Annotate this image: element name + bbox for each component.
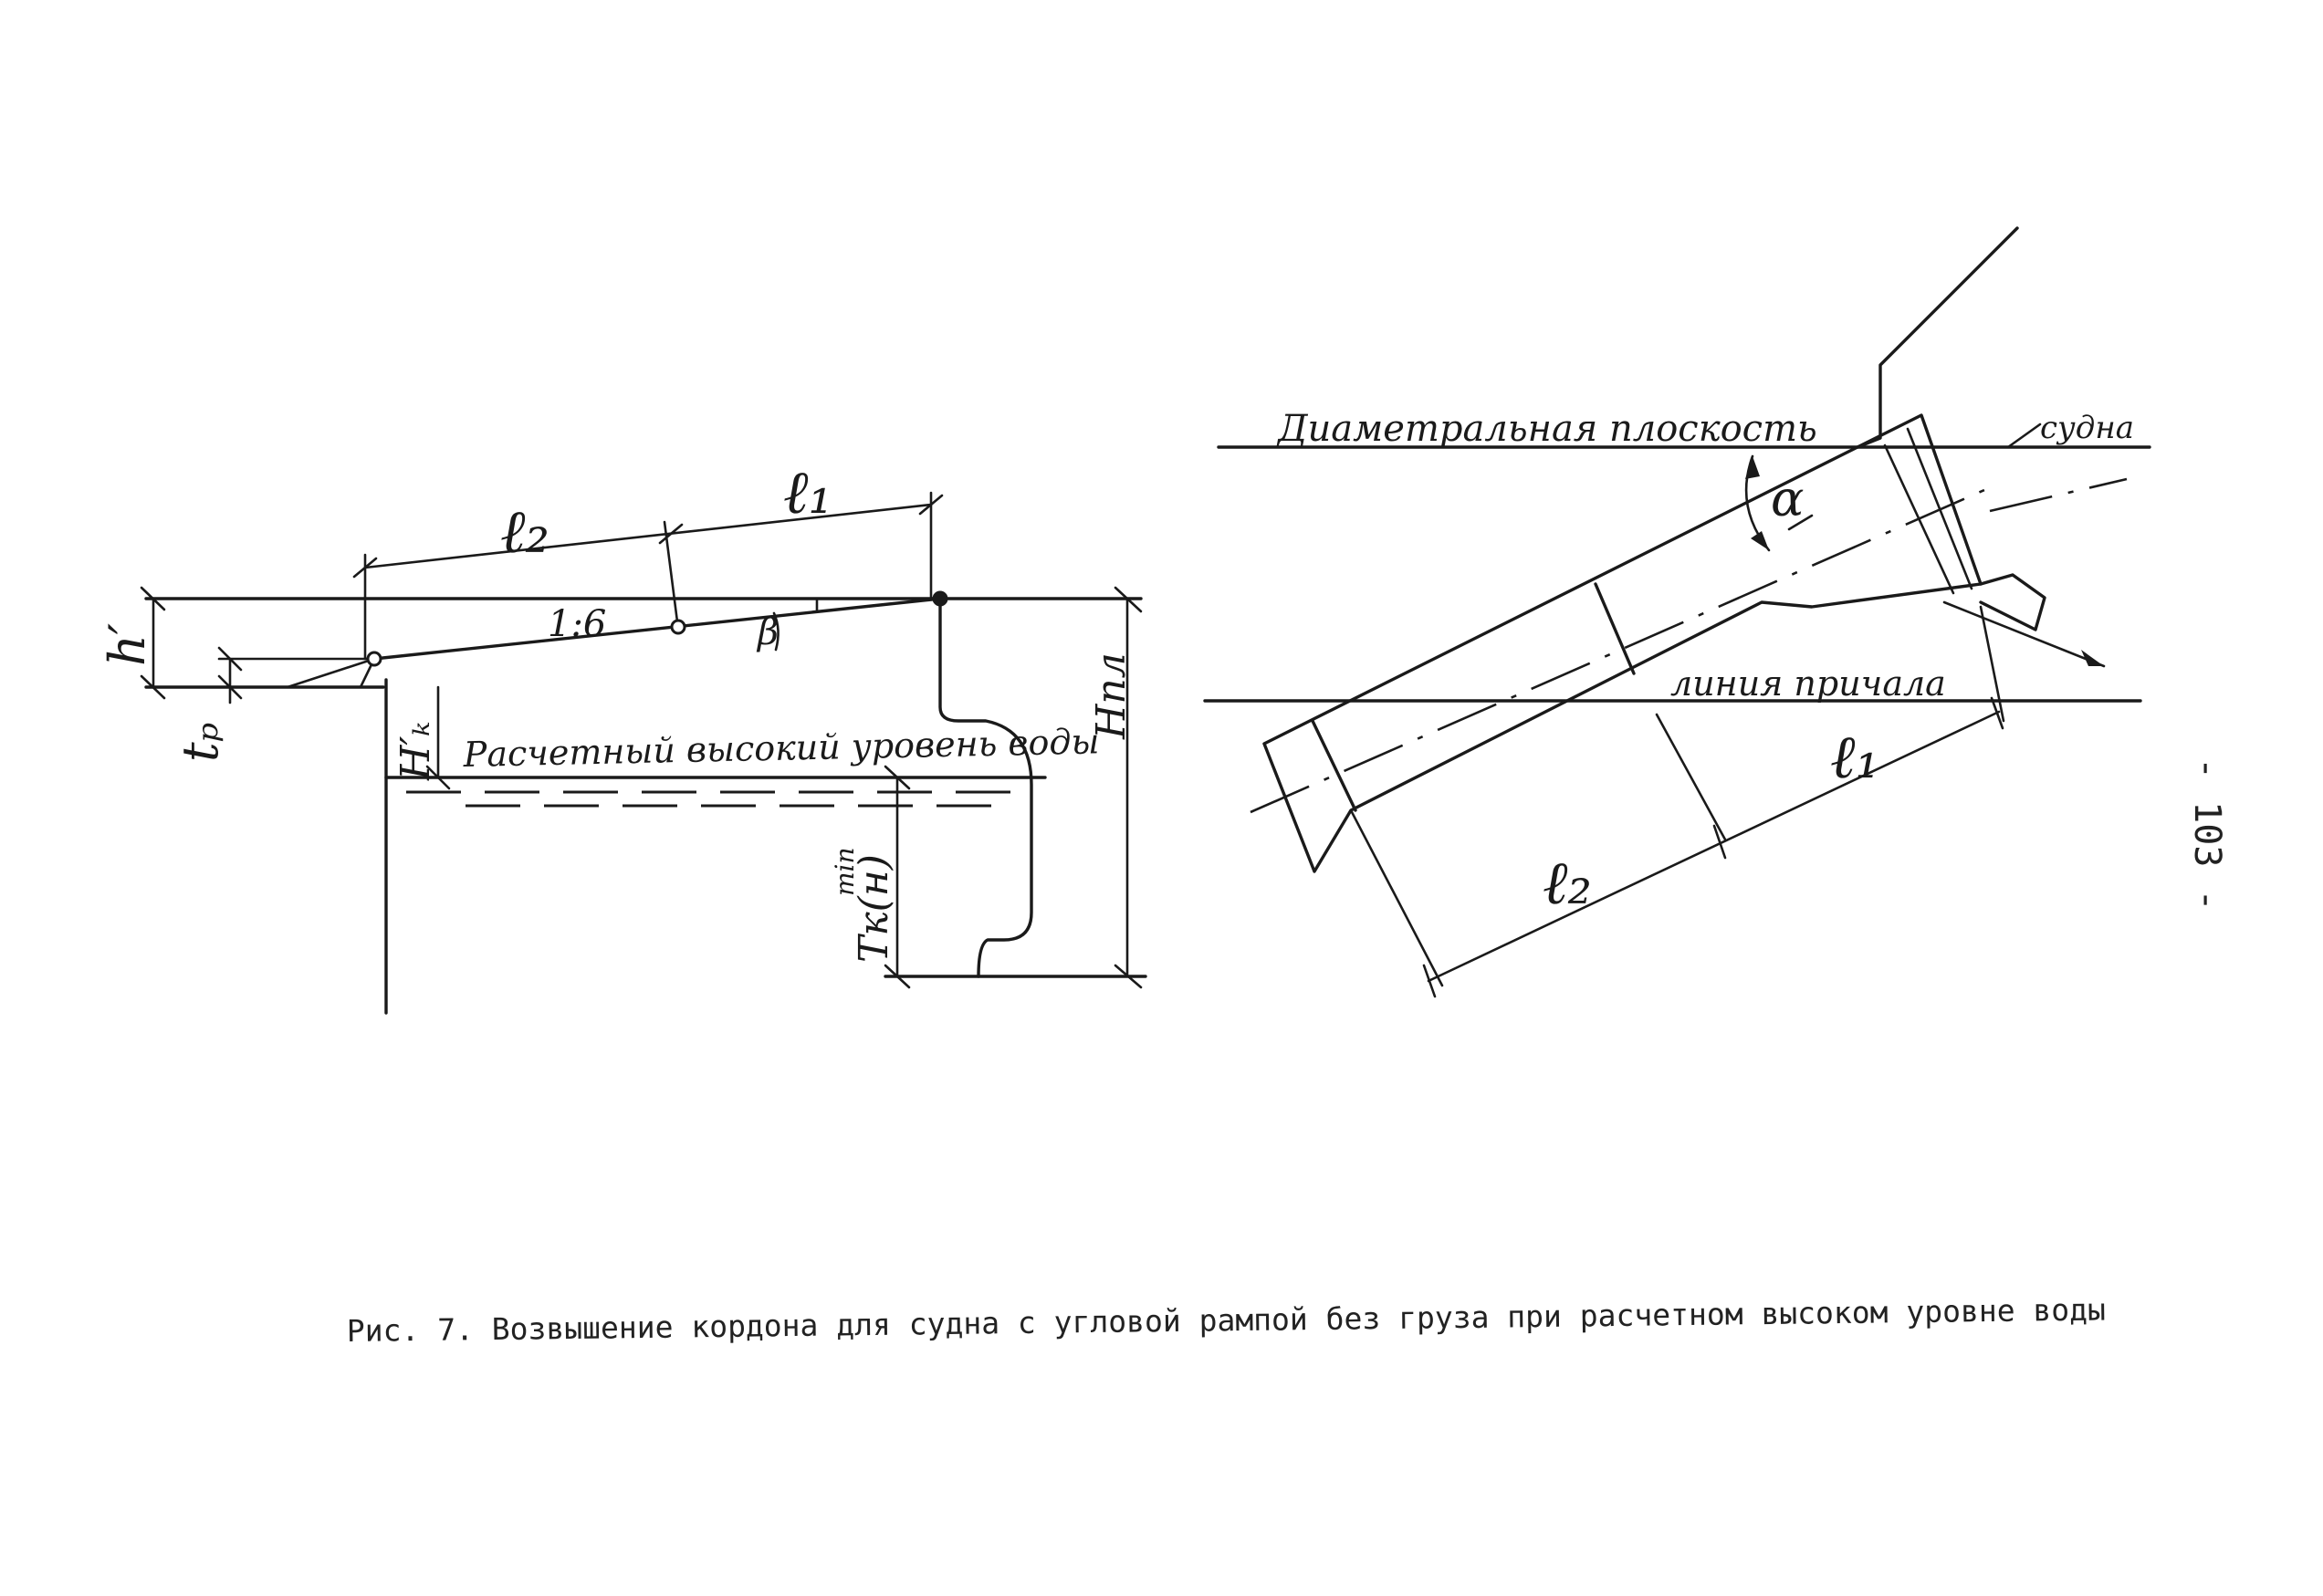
figure-caption: Рис. 7. Возвышение кордона для судна с у…: [347, 1291, 2107, 1349]
dim-hk-prime-label: H′ₖ: [392, 722, 439, 781]
angle-alpha-label: α: [1771, 470, 1804, 527]
center-plane-label: Диаметральная плоскость: [1276, 408, 1817, 450]
slope-label: 1:6: [548, 603, 606, 645]
dim-tk-label: Tк(н): [851, 854, 897, 963]
right-plan-view: Диаметральная плоскость судна α линия пр…: [1203, 226, 2151, 998]
hinge-point: [670, 619, 686, 635]
dim-tk-sup-label: min: [830, 847, 860, 896]
berth-line-label: линия причала: [1670, 663, 1946, 704]
water-level-label: Расчетный высокий уровень воды: [462, 721, 1100, 775]
page-number: - 103 -: [2186, 757, 2228, 912]
dim-l2-label: ℓ₂: [500, 496, 549, 567]
dim-hpl-label: Hпл: [1088, 652, 1135, 740]
vessel-label: судна: [2040, 410, 2134, 446]
angle-beta-label: β: [756, 611, 779, 653]
hinge-point: [366, 651, 382, 667]
hinge-point: [932, 590, 948, 607]
dim-tp-label: tₚ: [172, 723, 229, 762]
left-cross-section: ℓ₂ ℓ₁ 1:6 β h′ tₚ H′ₖ Hпл Расчетный высо…: [99, 457, 1147, 1015]
dim-l2-label: ℓ₂: [1543, 848, 1592, 918]
dim-h-prime-label: h′: [99, 623, 156, 666]
dim-l1-label: ℓ₁: [783, 457, 832, 527]
dim-l1-label: ℓ₁: [1830, 722, 1879, 792]
